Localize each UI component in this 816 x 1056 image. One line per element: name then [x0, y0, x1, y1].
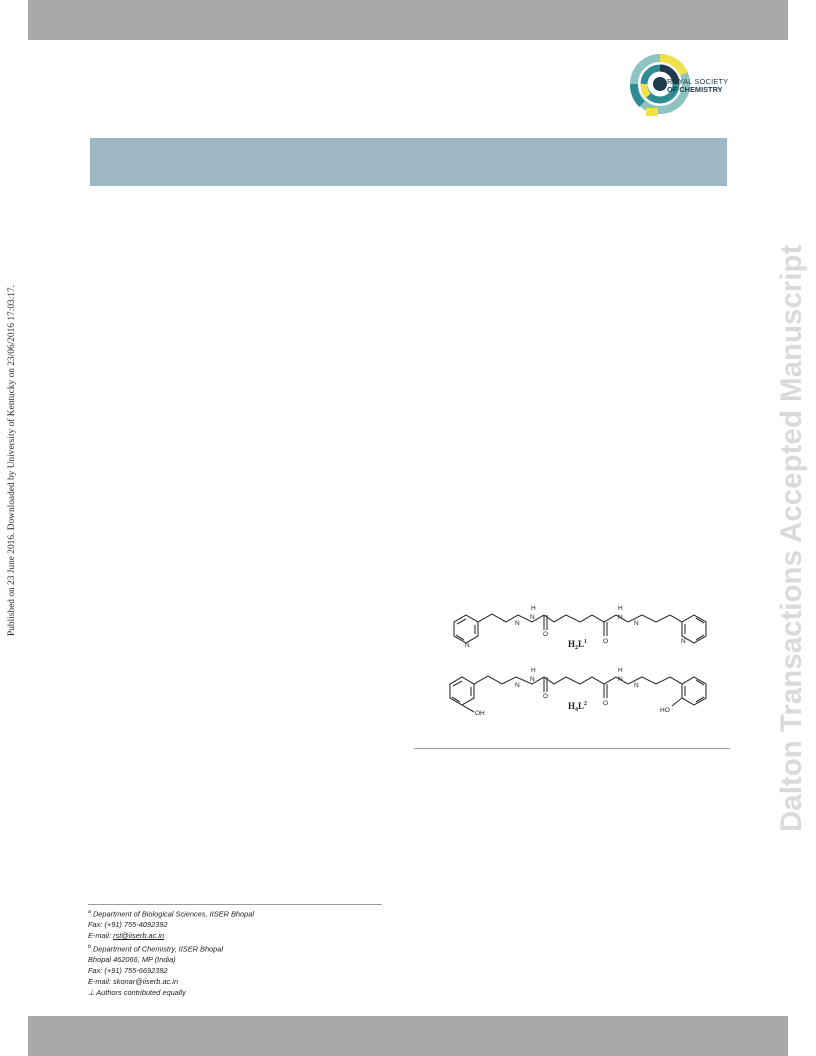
article-header-band: [90, 138, 727, 186]
email-link[interactable]: rst@iiserb.ac.in: [113, 931, 165, 941]
footnote-line: Fax: (+91) 755-6692392: [88, 965, 168, 975]
scheme-atom-labels: N N N H O O N H N N N N H O O N H N OH H…: [465, 605, 686, 717]
atom-label: O: [543, 693, 548, 700]
ligand-2-label: H4L2: [568, 701, 587, 713]
logo-text-line2: OF CHEMISTRY: [667, 85, 723, 94]
footnote-line: b Department of Chemistry, IISER Bhopal: [88, 943, 224, 954]
atom-label: N: [634, 682, 639, 689]
atom-label: OH: [475, 710, 485, 717]
ligand-1-label: H2L1: [568, 639, 587, 651]
atom-label: O: [603, 700, 608, 707]
top-gray-bar: [28, 0, 788, 40]
logo-text-line1: ROYAL SOCIETY: [667, 77, 729, 86]
atom-label: N: [465, 642, 470, 649]
atom-label: H: [618, 605, 623, 612]
footnote-line: ⊥ Authors contributed equally: [88, 987, 186, 997]
atom-label: N: [618, 676, 623, 683]
footnote-divider: [88, 904, 382, 905]
ligand-name-labels: H2L1 H4L2: [568, 639, 587, 713]
ligand-2-structure: [449, 675, 707, 713]
rsc-emblem-icon: [630, 54, 690, 116]
bottom-gray-bar: [28, 1016, 788, 1056]
atom-label: N: [618, 614, 623, 621]
footnote-line: a Department of Biological Sciences, IIS…: [88, 909, 254, 919]
atom-label: H: [531, 667, 536, 674]
atom-label: N: [530, 676, 535, 683]
footnote-line: Bhopal 462066, MP (India): [88, 955, 176, 965]
publication-note: Published on 23 June 2016. Downloaded by…: [7, 284, 17, 636]
atom-label: O: [543, 631, 548, 638]
atom-label: N: [515, 682, 520, 689]
atom-label: N: [681, 638, 686, 645]
atom-label: O: [603, 638, 608, 645]
atom-label: N: [634, 620, 639, 627]
footnote-line: E-mail: rst@iiserb.ac.in: [88, 931, 165, 941]
footnote-line: E-mail: skonar@iiserb.ac.in: [88, 976, 179, 986]
ligand-1-structure: [453, 613, 707, 644]
affiliation-footnotes: a Department of Biological Sciences, IIS…: [88, 907, 388, 998]
atom-label: H: [618, 667, 623, 674]
atom-label: N: [515, 620, 520, 627]
accepted-manuscript-watermark: Dalton Transactions Accepted Manuscript: [775, 244, 808, 832]
atom-label: N: [530, 614, 535, 621]
footnote-line: Fax: (+91) 755-4092392: [88, 920, 168, 930]
scheme-divider: [414, 748, 730, 749]
atom-label: H: [531, 605, 536, 612]
ligand-structure-scheme: N N N H O O N H N N N N H O O N H N OH H…: [449, 605, 707, 717]
royal-society-of-chemistry-logo[interactable]: ROYAL SOCIETY OF CHEMISTRY: [630, 52, 740, 118]
atom-label: HO: [660, 707, 670, 714]
